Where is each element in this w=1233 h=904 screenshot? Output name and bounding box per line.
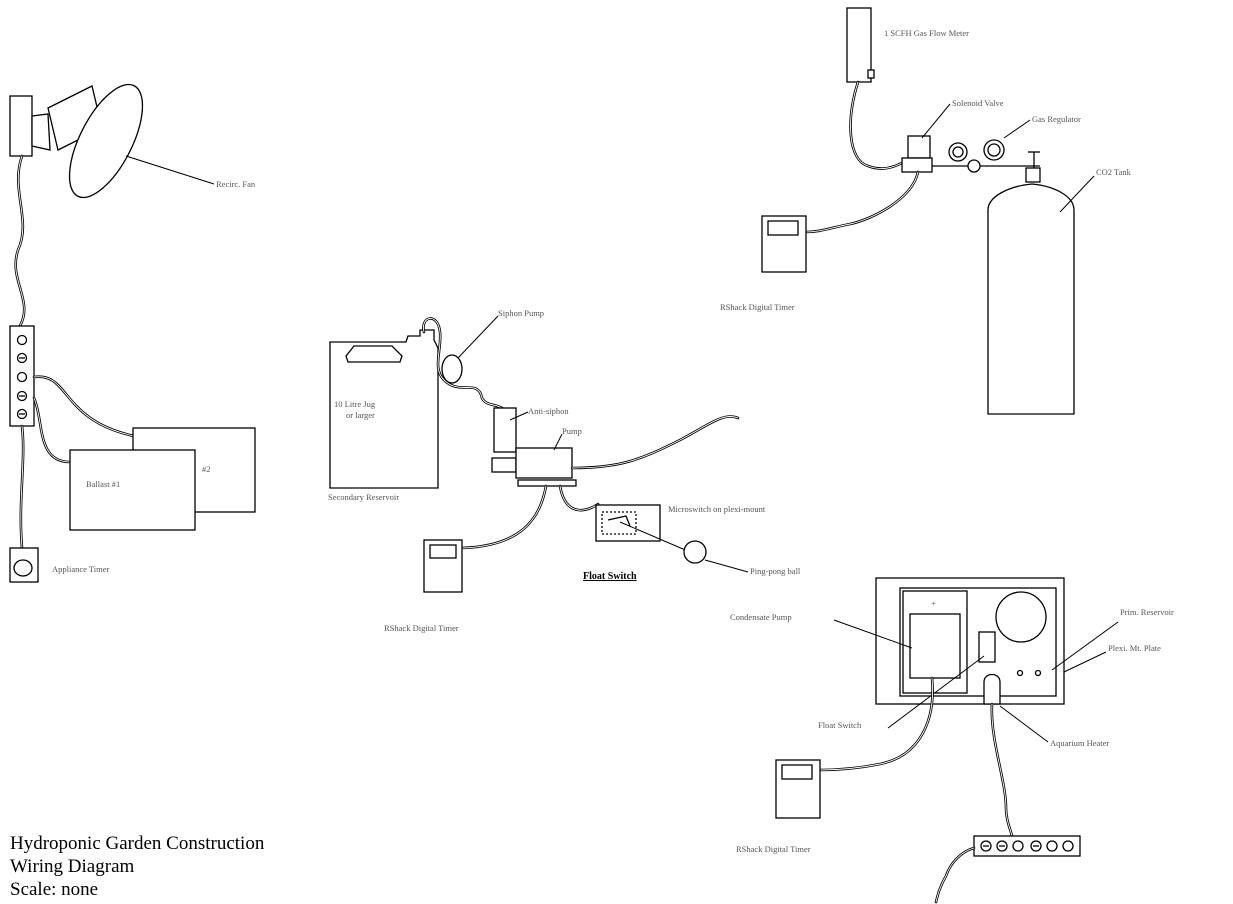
digital-timer-top: RShack Digital Timer xyxy=(720,215,807,312)
solenoid-timer-cord xyxy=(804,170,920,234)
fan-plug-box xyxy=(9,95,33,157)
bottom-power-strip xyxy=(973,835,1081,857)
pump-outlet-hose xyxy=(570,415,740,470)
co2-tank: CO2 Tank xyxy=(987,167,1132,415)
digital-timer-bottom: RShack Digital Timer xyxy=(736,759,821,854)
diagram-subtitle: Wiring Diagram xyxy=(10,856,135,877)
condensate-pump-label: Condensate Pump xyxy=(730,612,792,622)
digital-timer-mid: RShack Digital Timer xyxy=(384,539,463,633)
rshack-timer-mid-label: RShack Digital Timer xyxy=(384,623,459,633)
recirc-fan-leader xyxy=(125,155,215,185)
jug-label-1: 10 Litre Jug xyxy=(334,399,376,409)
heater-cord xyxy=(990,702,1014,838)
gas-regulator: Gas Regulator xyxy=(932,114,1081,173)
aquarium-heater-label: Aquarium Heater xyxy=(1050,738,1109,748)
anti-siphon: Anti-siphon xyxy=(493,406,569,453)
secondary-reservoir-label: Secondary Reservoir xyxy=(328,492,399,502)
rshack-timer-bottom-label: RShack Digital Timer xyxy=(736,844,811,854)
float-arm xyxy=(619,521,691,553)
recirc-fan-assembly: Recirc. Fan xyxy=(9,83,256,199)
solenoid-valve-label: Solenoid Valve xyxy=(952,98,1004,108)
siphon-pump-bulb xyxy=(441,354,463,384)
gas-regulator-label: Gas Regulator xyxy=(1032,114,1081,124)
appliance-timer: Appliance Timer xyxy=(9,547,110,583)
ballast2-label: #2 xyxy=(202,464,211,474)
gas-flow-meter: 1 SCFH Gas Flow Meter xyxy=(846,7,969,83)
rshack-timer-top-label: RShack Digital Timer xyxy=(720,302,795,312)
fan-mount-bracket xyxy=(31,113,51,151)
microswitch-cord xyxy=(558,484,600,512)
float-switch-label: Float Switch xyxy=(818,720,862,730)
gas-tube xyxy=(849,80,906,170)
float-switch-box xyxy=(978,631,996,663)
fan-body xyxy=(68,83,144,199)
ping-pong-ball xyxy=(683,540,707,564)
recirc-fan-label: Recirc. Fan xyxy=(216,179,256,189)
siphon-pump-label: Siphon Pump xyxy=(498,308,544,318)
solenoid-valve: Solenoid Valve xyxy=(901,98,1004,173)
ping-pong-label: Ping-pong ball xyxy=(750,566,801,576)
jug-label-2: or larger xyxy=(346,410,375,420)
ballast2-cord xyxy=(32,375,136,438)
microswitch-label: Microswitch on plexi-mount xyxy=(668,504,766,514)
reservoir-drain xyxy=(995,591,1047,643)
aquarium-heater-head xyxy=(983,673,1001,705)
gas-flow-meter-label: 1 SCFH Gas Flow Meter xyxy=(884,28,969,38)
siphon-pump-leader xyxy=(457,315,499,359)
appliance-timer-label: Appliance Timer xyxy=(52,564,110,574)
title-block: Hydroponic Garden Construction Wiring Di… xyxy=(10,832,430,901)
pump-label: Pump xyxy=(562,426,582,436)
plexi-mount-plate: + xyxy=(875,577,1065,705)
bottom-strip-cord xyxy=(934,846,976,904)
ballast-1: Ballast #1 xyxy=(69,449,196,531)
secondary-reservoir-jug: 10 Litre Jug or larger Secondary Reservo… xyxy=(328,329,439,502)
prim-reservoir-label: Prim. Reservoir xyxy=(1120,607,1174,617)
ballast1-cord xyxy=(32,396,72,464)
float-switch-title: Float Switch xyxy=(583,571,637,582)
jug-handle xyxy=(345,345,403,363)
mid-timer-cord xyxy=(460,484,548,550)
plus-sign: + xyxy=(931,598,936,608)
diagram-title: Hydroponic Garden Construction xyxy=(10,833,265,854)
co2-tank-label: CO2 Tank xyxy=(1096,167,1132,177)
condensate-pump-box xyxy=(909,613,961,679)
left-power-strip xyxy=(9,325,35,427)
diagram-scale: Scale: none xyxy=(10,879,99,900)
ballast1-label: Ballast #1 xyxy=(86,479,120,489)
plexi-plate-label: Plexi. Mt. Plate xyxy=(1108,643,1161,653)
anti-siphon-label: Anti-siphon xyxy=(528,406,569,416)
